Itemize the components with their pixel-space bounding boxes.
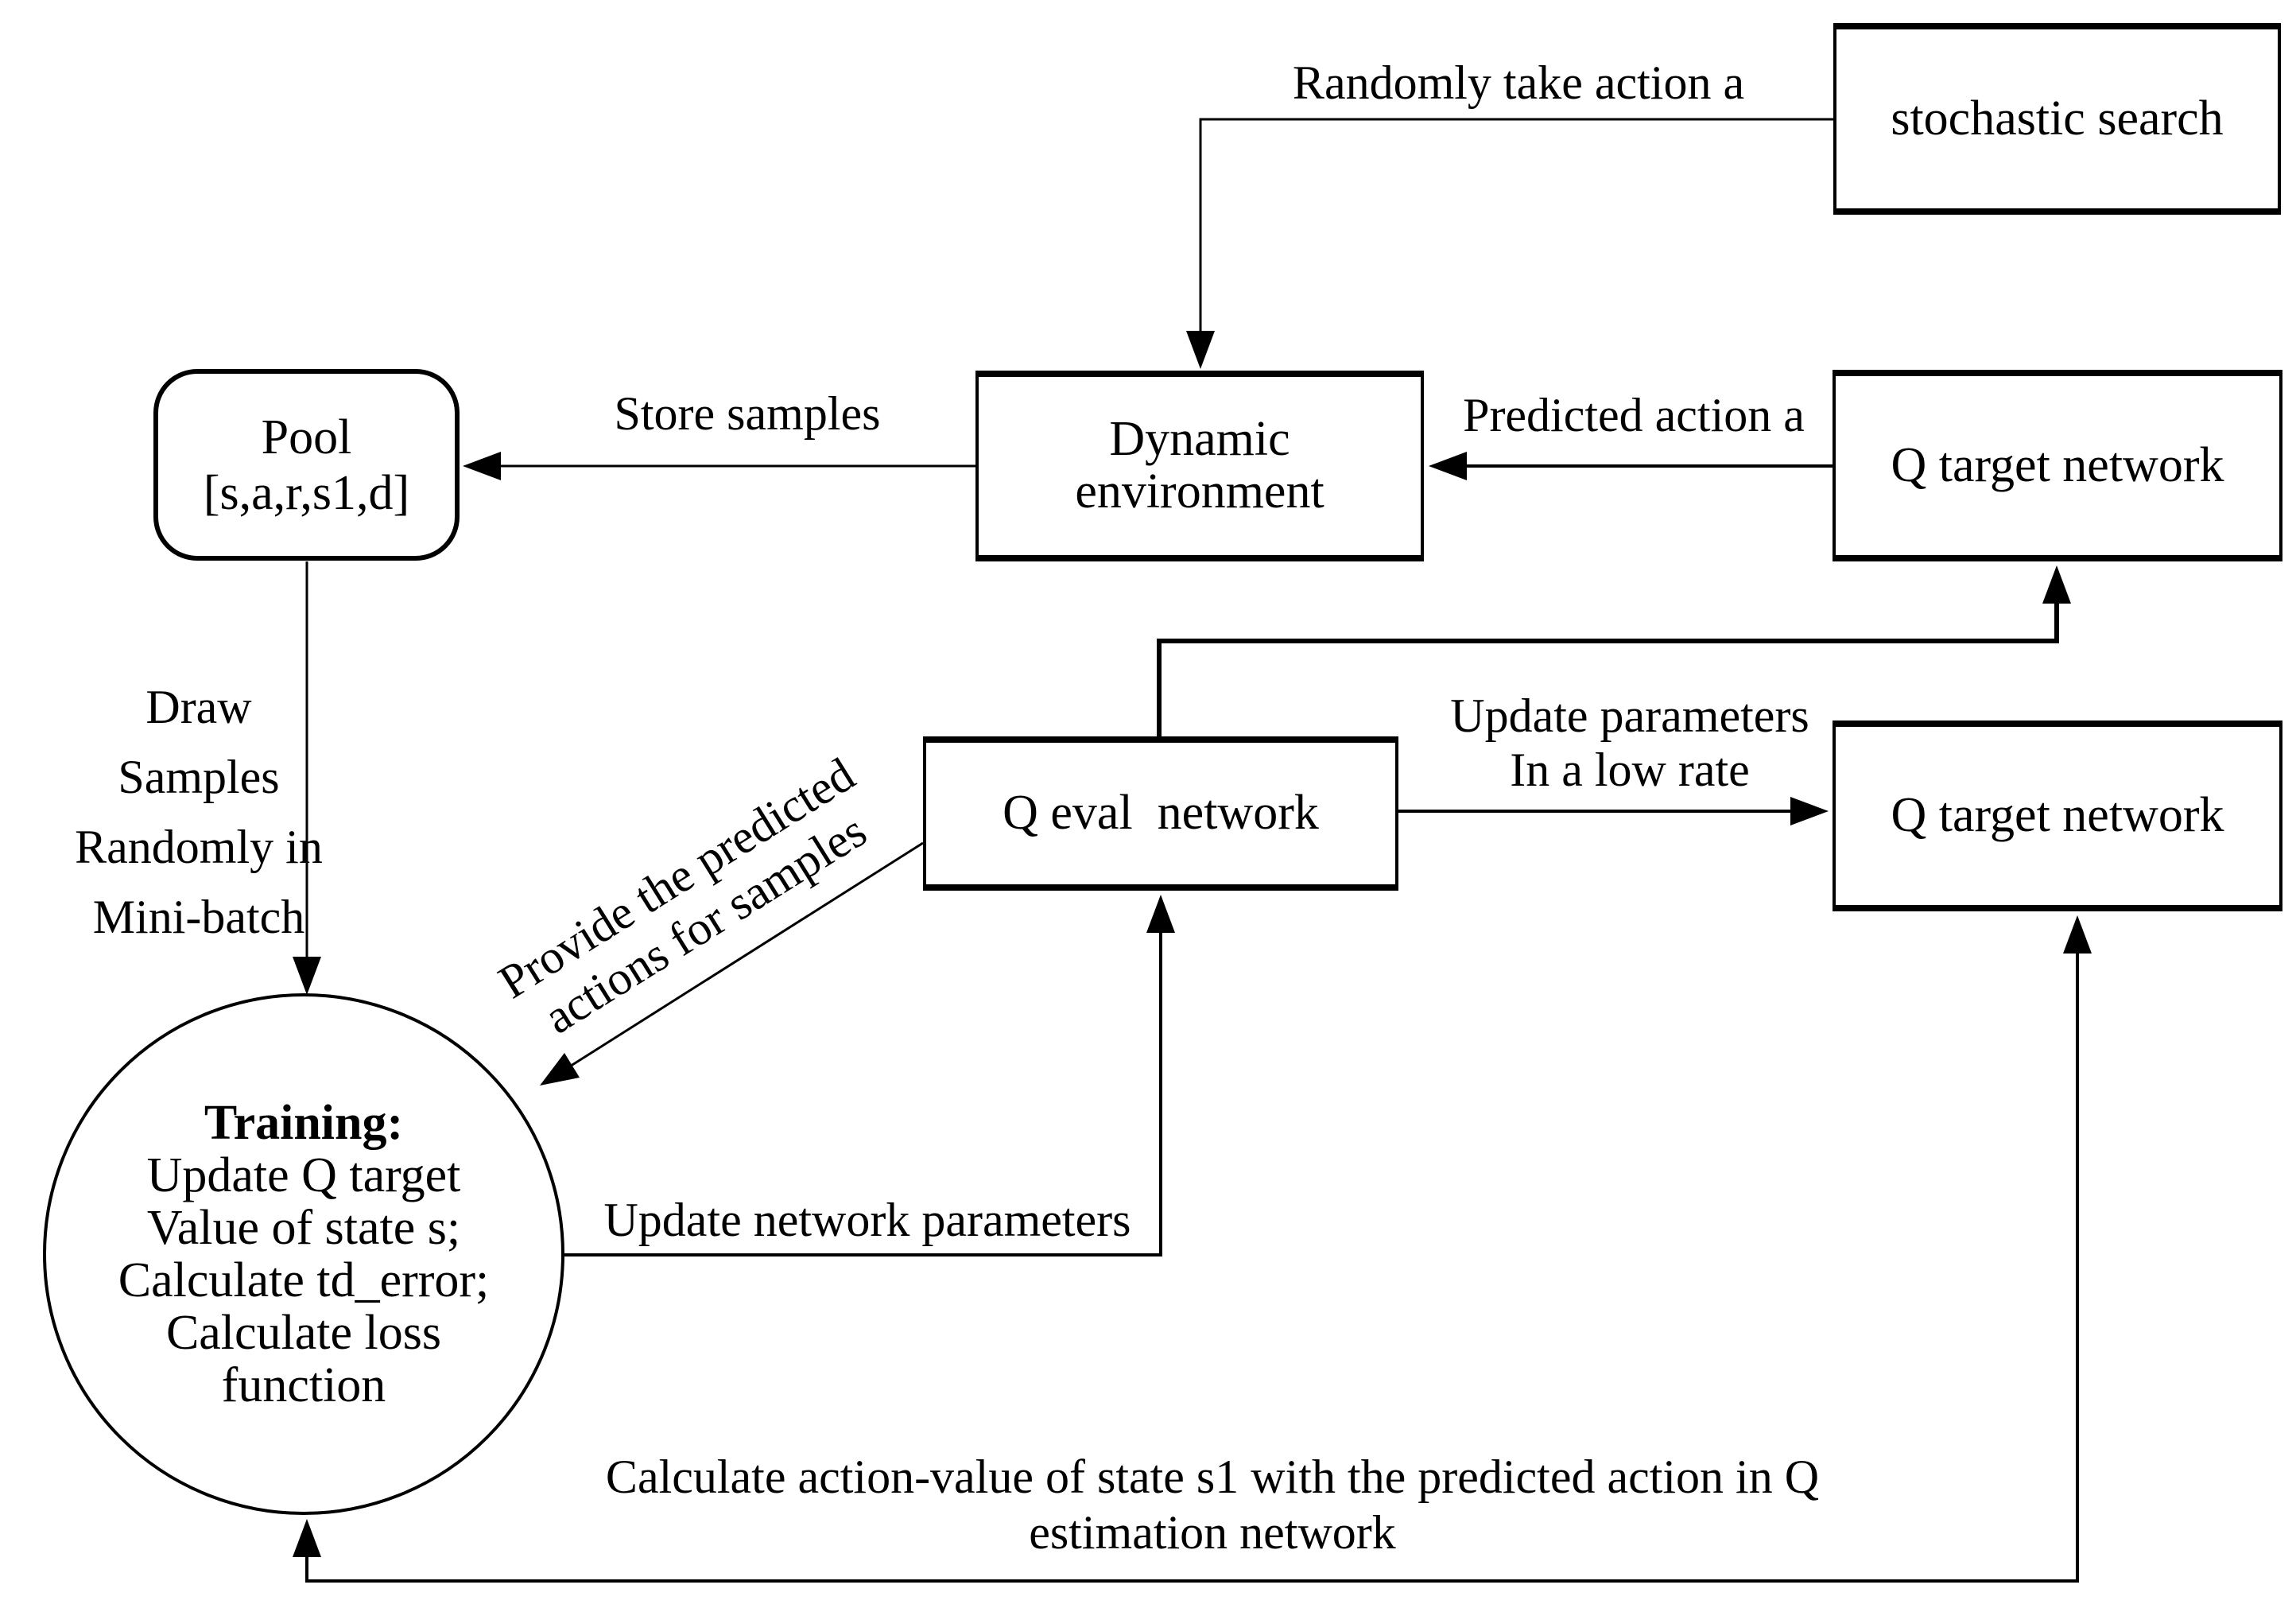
label-update-parameters-low-rate: Update parameters In a low rate — [1450, 689, 1809, 796]
box-q-target-network-right: Q target network — [1833, 720, 2282, 911]
arrowhead-into-qtarget-right-left — [1790, 797, 1829, 825]
circle-training-body: Update Q target Value of state s; Calcul… — [118, 1148, 490, 1412]
arrowhead-into-qtarget-right-bottom — [2063, 915, 2092, 954]
arrowhead-into-circle-top — [293, 957, 321, 995]
box-dynamic-environment: Dynamic environment — [975, 371, 1424, 561]
circle-training-title: Training: — [204, 1096, 404, 1150]
connector-calculate-action-value — [305, 950, 2079, 1583]
label-calculate-action-value: Calculate action-value of state s1 with … — [605, 1451, 1820, 1559]
label-update-network-parameters: Update network parameters — [603, 1194, 1131, 1246]
connector-qeval-to-qtarget-top — [1157, 600, 2059, 736]
arrowhead-into-dynamic-environment-top — [1186, 331, 1215, 369]
connector-provide-predicted — [565, 841, 924, 1070]
box-pool: Pool [s,a,r,s1,d] — [153, 369, 460, 561]
arrowhead-into-circle-bottom — [293, 1519, 321, 1557]
label-draw-samples: Draw Samples Randomly in Mini-batch — [75, 681, 323, 943]
box-q-eval-network: Q eval network — [923, 736, 1398, 891]
label-randomly-take-action: Randomly take action a — [1292, 56, 1745, 109]
arrowhead-into-pool — [463, 452, 501, 480]
arrowhead-into-dynamic-environment-right — [1429, 452, 1467, 480]
connector-update-network-parameters — [553, 929, 1162, 1256]
connector-randomly-take-action — [1199, 118, 1833, 334]
circle-training: Training: Update Q target Value of state… — [43, 993, 564, 1515]
box-q-target-network-top: Q target network — [1833, 370, 2282, 561]
label-store-samples: Store samples — [614, 387, 881, 440]
label-predicted-action: Predicted action a — [1463, 389, 1805, 441]
arrowhead-into-circle-upper-right — [540, 1053, 580, 1086]
box-stochastic-search: stochastic search — [1833, 23, 2281, 215]
arrowhead-into-qtarget-top-bottom — [2042, 565, 2071, 604]
arrowhead-into-qeval-bottom — [1146, 895, 1175, 933]
